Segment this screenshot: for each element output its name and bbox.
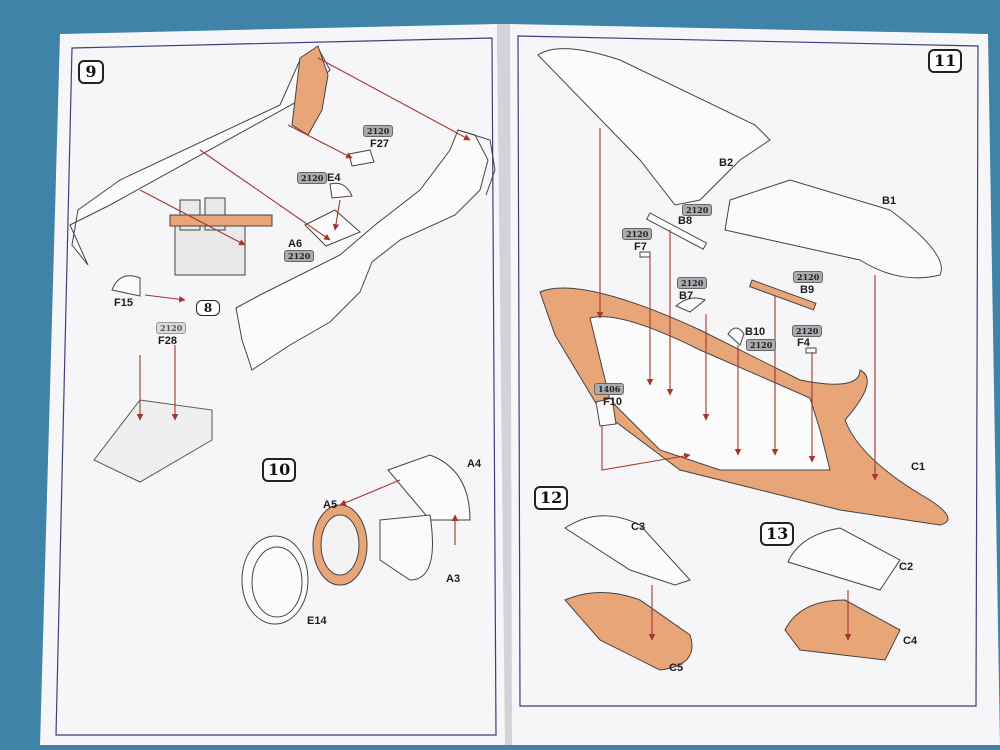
part-c2	[787, 527, 901, 591]
label-a3: A3	[446, 573, 461, 585]
cockpit-detail-inset	[93, 399, 213, 483]
label-a5: A5	[323, 499, 338, 511]
label-f27: F27	[370, 138, 389, 150]
part-f15	[111, 275, 141, 297]
label-b2: B2	[719, 157, 734, 169]
part-c4	[784, 599, 901, 661]
label-f7: F7	[634, 241, 647, 253]
part-b9	[748, 279, 817, 311]
fuselage-frame-part	[291, 45, 329, 136]
part-a6-floor	[169, 214, 273, 227]
part-e14-ring-inner	[251, 546, 303, 618]
label-c4: C4	[903, 635, 918, 647]
step-12-number: 12	[534, 486, 569, 510]
label-a6: A6	[288, 238, 303, 250]
part-a5-cylinders	[320, 514, 360, 576]
label-f15: F15	[114, 297, 133, 309]
part-f4	[805, 347, 817, 354]
step-13-number: 13	[760, 522, 795, 546]
label-f4: F4	[797, 337, 810, 349]
part-f10	[595, 397, 617, 427]
code-f27: 2120	[363, 125, 394, 137]
part-b1-wing-upper	[724, 179, 942, 279]
label-c1: C1	[911, 461, 926, 473]
armor-plate	[304, 209, 361, 247]
part-b7	[675, 297, 706, 313]
step-8-reference: 8	[196, 300, 220, 316]
spine-shadow	[497, 24, 512, 745]
label-c2: C2	[899, 561, 914, 573]
code-e4: 2120	[297, 172, 328, 184]
part-f7	[639, 251, 651, 258]
code-f28: 2120	[156, 322, 187, 334]
code-b7: 2120	[677, 277, 708, 289]
label-b1: B1	[882, 195, 897, 207]
assembly-arrows-step12-13	[648, 585, 852, 641]
label-f10: F10	[603, 396, 622, 408]
code-f4: 2120	[792, 325, 823, 337]
part-a4-cowl	[387, 454, 471, 521]
assembly-arrows-step11	[596, 128, 879, 481]
part-c5	[564, 592, 693, 671]
code-b10: 2120	[746, 339, 777, 351]
step-9-number: 9	[78, 60, 104, 84]
assembly-arrows-step9	[136, 57, 471, 421]
part-c3	[564, 515, 691, 586]
part-b8	[646, 212, 708, 250]
code-f10: 1406	[594, 383, 625, 395]
part-b2-wing-upper	[537, 48, 771, 206]
label-b10: B10	[745, 326, 766, 338]
assembly-arrows-step10	[339, 479, 459, 545]
label-c3: C3	[631, 521, 646, 533]
label-b8: B8	[678, 215, 693, 227]
part-f27	[348, 149, 375, 167]
code-f7: 2120	[622, 228, 653, 240]
label-f28: F28	[158, 335, 177, 347]
code-b9: 2120	[793, 271, 824, 283]
label-b7: B7	[679, 290, 694, 302]
label-e4: E4	[327, 172, 341, 184]
step-11-number: 11	[928, 49, 963, 73]
label-e14: E14	[307, 615, 327, 627]
part-b10	[727, 327, 745, 346]
left-page	[40, 24, 506, 745]
fuselage-half-right	[235, 129, 496, 371]
code-b8: 2120	[682, 204, 713, 216]
label-a4: A4	[467, 458, 482, 470]
part-a3-cowl	[379, 514, 433, 581]
label-c5: C5	[669, 662, 684, 674]
label-b9: B9	[800, 284, 815, 296]
step-10-number: 10	[262, 458, 297, 482]
part-e4	[329, 182, 353, 199]
code-a6: 2120	[284, 250, 315, 262]
